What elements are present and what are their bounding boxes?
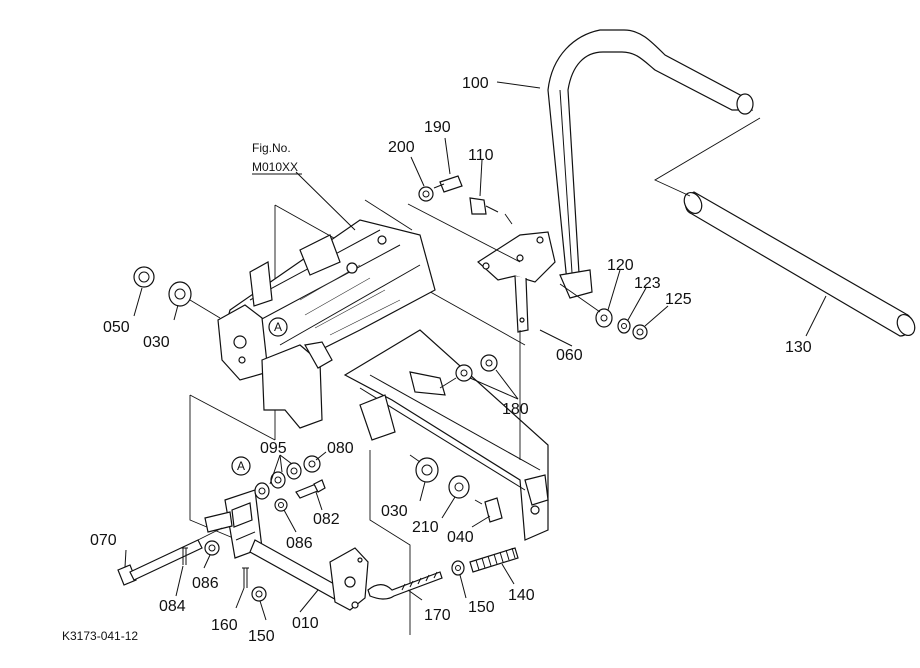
reference-mark-a-pedal: A [231,456,251,476]
handle-bar-100 [547,29,754,299]
callout-050: 050 [103,319,130,336]
bolt-082 [295,479,326,499]
callout-170: 170 [424,607,451,624]
cotter-pin-160 [242,567,249,588]
callout-200: 200 [388,139,415,156]
nut-050 [133,266,155,288]
callout-140: 140 [508,587,535,604]
washer-086-high [274,498,288,512]
callout-123: 123 [634,275,661,292]
bolt-110 [469,197,499,215]
reference-mark-a-frame: A [268,317,288,337]
bracket-060 [477,231,556,333]
callout-150-low: 150 [248,628,275,645]
washer-150-low [251,586,267,602]
callout-100: 100 [462,75,489,92]
drawing-code: K3173-041-12 [62,629,138,643]
reference-mark-label: A [274,320,282,334]
callout-210: 210 [412,519,439,536]
sleeve-pipe-130 [683,191,916,337]
callout-190: 190 [424,119,451,136]
callout-060: 060 [556,347,583,364]
bolt-190 [433,175,463,193]
main-frame [189,199,549,635]
nut-080 [303,455,321,473]
callout-150-rod: 150 [468,599,495,616]
bolt-040 [474,497,503,523]
washer-123 [617,318,631,334]
callout-084: 084 [159,598,186,615]
reference-mark-label: A [237,459,245,473]
bolt-070 [117,539,203,586]
washer-095-a [254,482,270,500]
nut-180-a [455,364,473,382]
callout-086-high: 086 [286,535,313,552]
collar-030-top [168,281,192,307]
nut-200 [418,186,434,202]
callout-030-top: 030 [143,334,170,351]
callout-080: 080 [327,440,354,457]
leader-lines [124,81,827,621]
rod-170 [367,571,443,600]
figure-ref-line1: Fig.No. [252,141,291,155]
callout-095: 095 [260,440,287,457]
callout-010: 010 [292,615,319,632]
callout-125: 125 [665,291,692,308]
washer-086-low [204,540,220,556]
callout-030-mid: 030 [381,503,408,520]
pedal-arm-010 [204,489,369,611]
callout-labels: 100 190 200 110 120 123 125 130 060 050 … [90,75,812,645]
callout-160: 160 [211,617,238,634]
washer-095-c [286,462,302,480]
figure-ref-line2: M010XX [252,160,298,174]
callout-110: 110 [468,147,494,164]
washer-120 [595,308,613,328]
callout-040: 040 [447,529,474,546]
nut-125 [632,324,648,340]
callout-086-low: 086 [192,575,219,592]
collar-030-mid [415,457,439,483]
callout-180: 180 [502,401,529,418]
callout-120: 120 [607,257,634,274]
cotter-pin-084 [181,547,188,565]
callout-082: 082 [313,511,340,528]
washer-210 [448,475,470,499]
callout-130: 130 [785,339,812,356]
callout-070: 070 [90,532,117,549]
spring-140 [469,547,519,573]
nut-180-b [480,354,498,372]
washer-150-rod [451,560,465,576]
